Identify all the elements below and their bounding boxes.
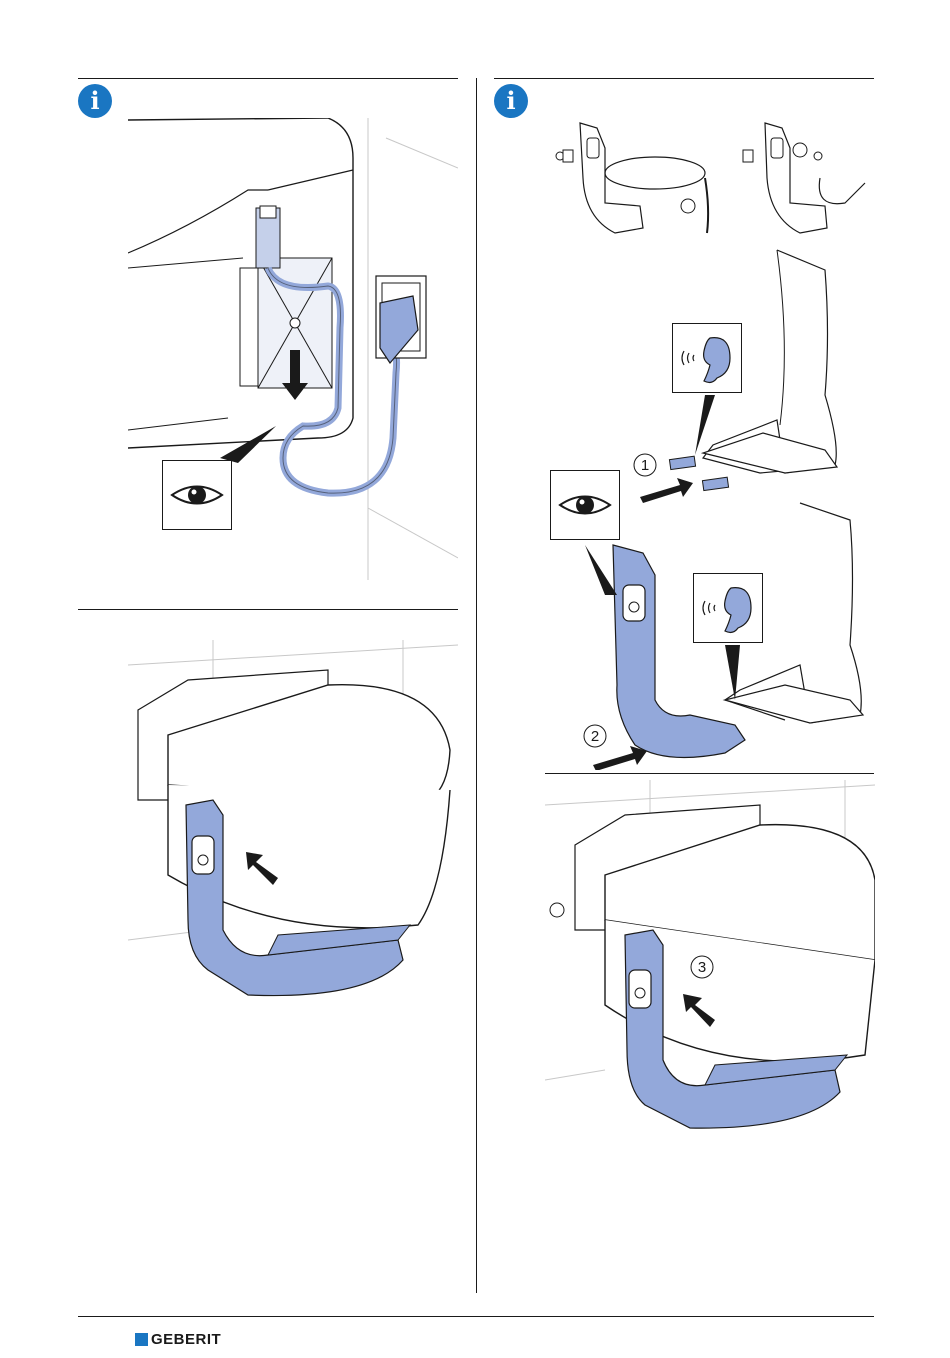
ear-icon (672, 323, 742, 393)
illustration-kit-parts (545, 118, 875, 243)
column-divider (476, 78, 477, 1293)
step-number: 1 (641, 457, 649, 474)
brand-logo: GEBERIT (135, 1331, 221, 1347)
left-mid-rule (78, 609, 458, 610)
footer-rule (78, 1316, 874, 1317)
info-icon: i (494, 84, 528, 118)
top-right-rule (494, 78, 874, 79)
step-number: 2 (591, 728, 599, 745)
illustration-bracket-left (128, 640, 458, 1020)
brand-square-icon (135, 1333, 148, 1346)
ear-icon (693, 573, 763, 643)
top-left-rule (78, 78, 458, 79)
brand-name: GEBERIT (151, 1331, 221, 1348)
eye-icon (550, 470, 620, 540)
info-icon: i (78, 84, 112, 118)
illustration-bracket-right: 3 (545, 780, 875, 1150)
step-number: 3 (698, 959, 706, 976)
right-mid-rule (545, 773, 874, 774)
eye-icon (162, 460, 232, 530)
